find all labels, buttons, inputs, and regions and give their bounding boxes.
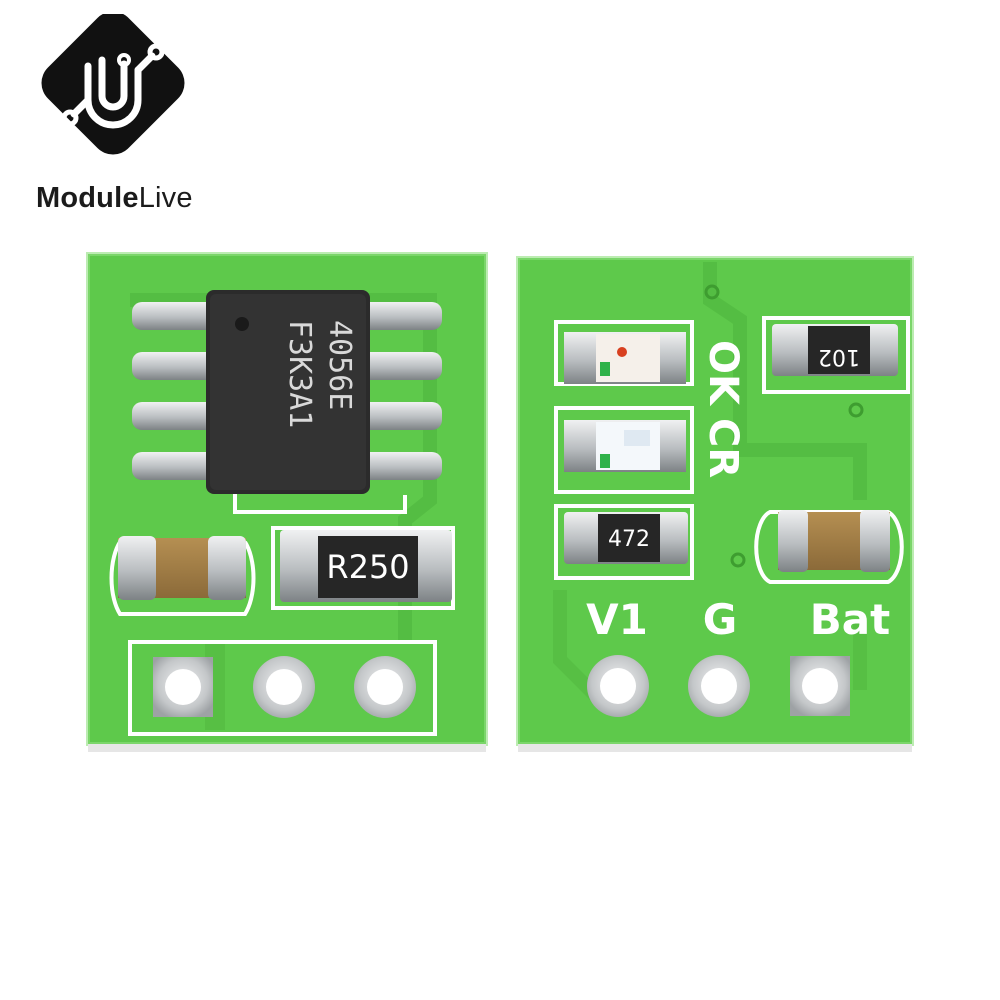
resistor-r250: R250 xyxy=(280,530,452,602)
pin-label-g: G xyxy=(703,595,737,644)
resistor-472: 472 xyxy=(564,512,688,564)
led-cr xyxy=(564,420,686,472)
chip-marking-line2: F3K3A1 xyxy=(282,320,317,428)
resistor-label-top: 102 xyxy=(818,344,860,369)
resistor-102: 102 xyxy=(772,324,898,376)
pin-holes-front xyxy=(153,656,416,718)
logo-text-live: Live xyxy=(138,182,193,214)
logo-text-module: Module xyxy=(36,182,139,214)
ic-pins xyxy=(132,302,442,480)
capacitor-back xyxy=(778,510,890,572)
chip-marking-line1: 4056E xyxy=(322,320,357,410)
pcb-front: 4056E F3K3A1 R250 xyxy=(86,252,488,746)
ic-chip: 4056E F3K3A1 xyxy=(206,290,370,494)
silk-label-ok: OK xyxy=(700,340,746,407)
logo-wordmark: ModuleLive xyxy=(36,182,193,215)
resistor-label-mid: 472 xyxy=(608,527,650,552)
resistor-label-front: R250 xyxy=(326,548,409,586)
logo-mark-icon xyxy=(41,11,185,155)
vias xyxy=(704,284,864,568)
silk-label-cr: CR xyxy=(700,418,746,478)
pcb-back: 472 102 OK CR V1 G Bat xyxy=(516,256,914,746)
pin-label-v1: V1 xyxy=(586,595,648,644)
capacitor-front xyxy=(118,536,246,600)
led-ok xyxy=(564,332,686,384)
brand-logo: ModuleLive xyxy=(18,11,208,215)
pin-label-bat: Bat xyxy=(810,595,890,644)
pin-holes-back xyxy=(587,655,850,717)
